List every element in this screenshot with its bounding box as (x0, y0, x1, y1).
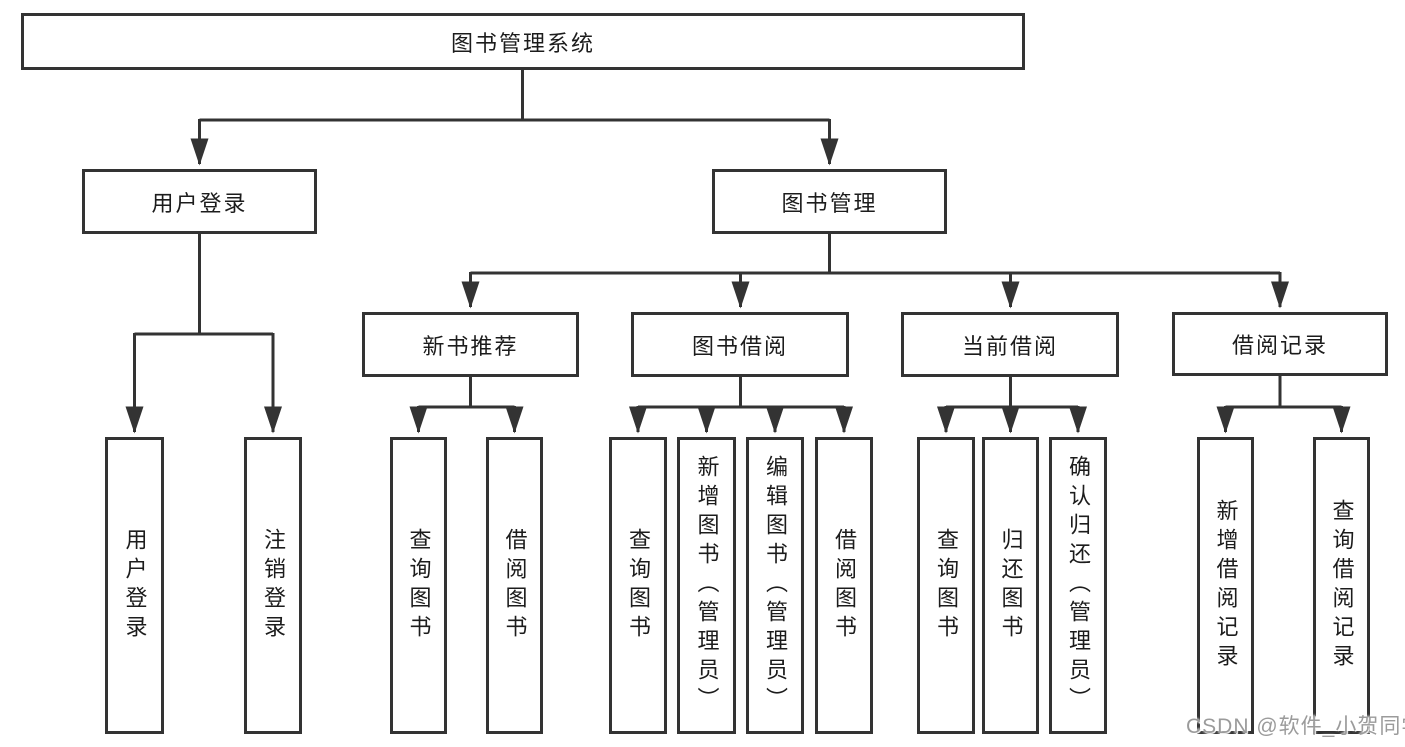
leaf-query-books-borrowing: 查询图书 (609, 437, 667, 734)
node-book-borrowing: 图书借阅 (631, 312, 849, 377)
node-new-book-recommend: 新书推荐 (362, 312, 579, 377)
leaf-query-borrow-record: 查询借阅记录 (1313, 437, 1370, 734)
leaf-edit-books-admin: 编辑图书（管理员） (746, 437, 804, 734)
node-borrow-records: 借阅记录 (1172, 312, 1388, 376)
node-library-management-system: 图书管理系统 (21, 13, 1025, 70)
node-current-borrowing: 当前借阅 (901, 312, 1119, 377)
csdn-watermark: CSDN @软件_小贺同学 (1186, 715, 1405, 738)
leaf-query-books-recommend: 查询图书 (390, 437, 447, 734)
leaf-add-books-admin: 新增图书（管理员） (677, 437, 736, 734)
leaf-logout: 注销登录 (244, 437, 302, 734)
leaf-borrow-books: 借阅图书 (815, 437, 873, 734)
leaf-borrow-books-recommend: 借阅图书 (486, 437, 543, 734)
leaf-confirm-return-admin: 确认归还（管理员） (1049, 437, 1107, 734)
leaf-return-books: 归还图书 (982, 437, 1039, 734)
leaf-query-books-current: 查询图书 (917, 437, 975, 734)
leaf-add-borrow-record: 新增借阅记录 (1197, 437, 1254, 734)
node-book-management: 图书管理 (712, 169, 947, 234)
leaf-user-login: 用户登录 (105, 437, 164, 734)
node-user-login: 用户登录 (82, 169, 317, 234)
